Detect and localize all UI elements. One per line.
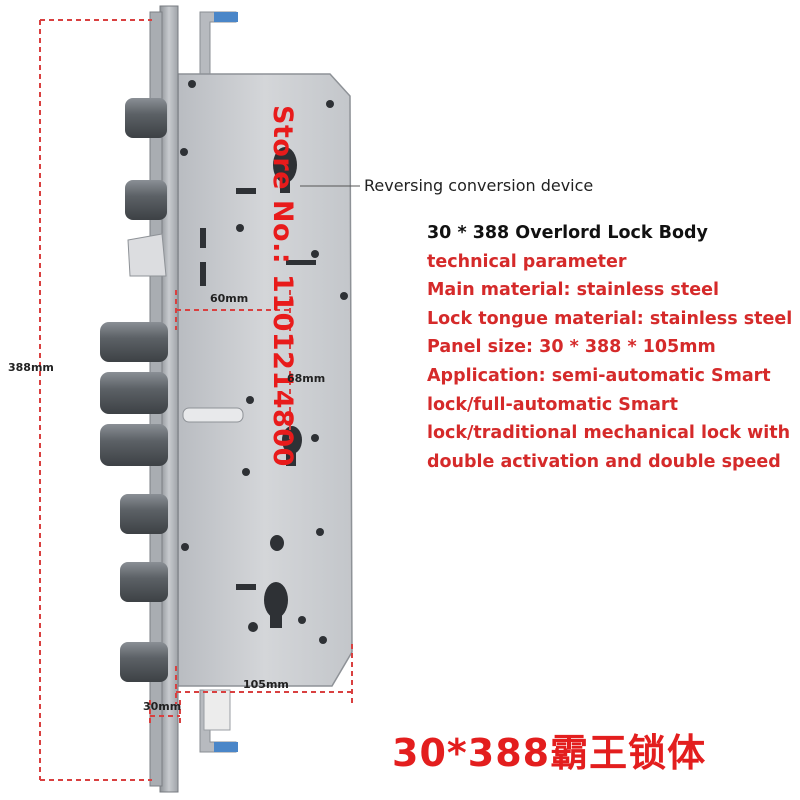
spec-block: 30 * 388 Overlord Lock Body technical pa… [427,219,792,476]
spec-line: Lock tongue material: stainless steel [427,308,793,329]
spec-line: Panel size: 30 * 388 * 105mm [427,337,716,358]
height-dimension-label: 388mm [8,361,54,374]
spec-line: technical parameter [427,251,627,272]
bolt-group [100,98,168,682]
spec-line: double activation and double speed [427,451,781,472]
spec-line: lock/full-automatic Smart [427,394,678,415]
dimension-guides [39,19,353,781]
case-details [180,80,348,644]
depth-dimension-label: 68mm [287,372,326,385]
spec-line: Main material: stainless steel [427,280,719,301]
spec-line: lock/traditional mechanical lock with [427,423,791,444]
panel-width-dimension-label: 105mm [243,678,289,691]
faceplate-dimension-label: 30mm [143,700,182,713]
watermark-text: Store No.: 1101214800 [267,105,298,467]
reversing-device-callout: Reversing conversion device [364,176,594,195]
store-watermark: Store No.: 1101214800 [267,105,298,625]
bottom-hook [199,689,238,753]
top-hook [199,11,238,77]
spec-line: Application: semi-automatic Smart [427,365,771,386]
spec-heading: 30 * 388 Overlord Lock Body [427,223,708,243]
latch [127,233,167,277]
width-top-dimension-label: 60mm [210,292,249,305]
bottom-title: 30*388霸王锁体 [392,731,707,775]
